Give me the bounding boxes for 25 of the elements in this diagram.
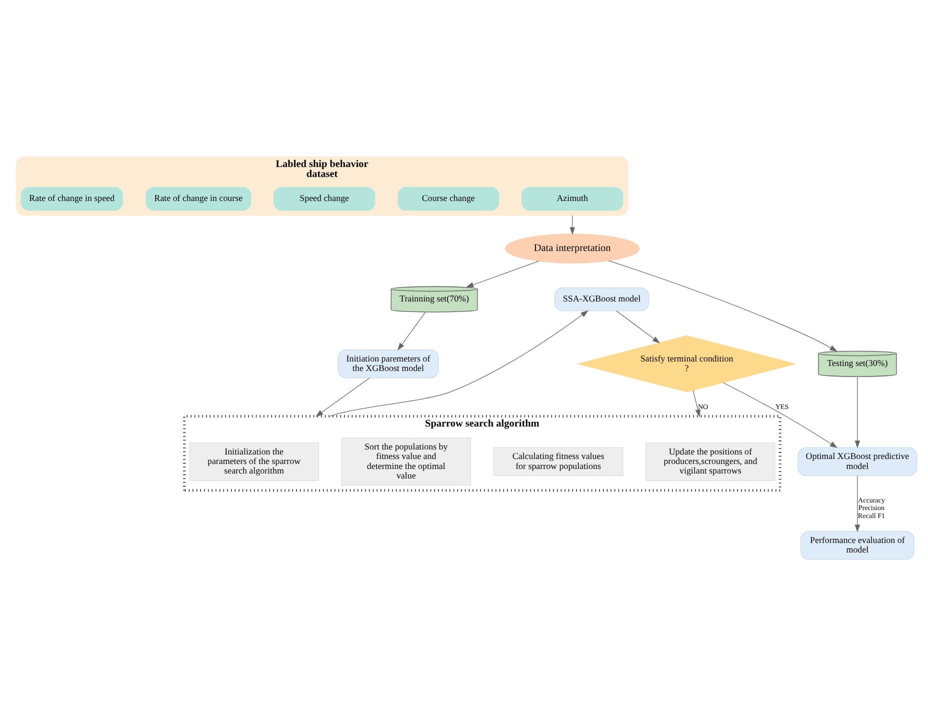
node-box: Performance evaluation of model <box>800 530 914 560</box>
arrow <box>398 311 426 350</box>
node-box: Update the positions of producers,scroungers, and vigilant sparrows <box>646 442 776 480</box>
node-box: Speed change <box>274 186 376 210</box>
node-box: Initialization the parameters of the sparrow search algorithm <box>189 442 319 480</box>
node-box: Rate of change in course <box>146 186 252 210</box>
node-box: SSA-XGBoost model <box>554 287 650 311</box>
node-ellipse: Data interpretation <box>505 233 640 263</box>
arrow <box>570 214 576 234</box>
arrow <box>466 260 540 287</box>
node-box: Optimal XGBoost predictive model <box>798 446 918 476</box>
arrow <box>854 376 860 448</box>
node-box: Calculating fitness values for sparrow populations <box>493 446 624 476</box>
node-box: Azimuth <box>522 186 624 210</box>
arrow <box>616 310 660 343</box>
node-box: Rate of change in speed <box>20 186 123 210</box>
arrow <box>330 310 588 416</box>
node-box: Course change <box>398 186 500 210</box>
arrow <box>854 474 860 532</box>
arrow <box>692 390 700 417</box>
arrow <box>315 377 370 416</box>
node-box: Initiation paremeters of the XGBoost model <box>338 348 439 378</box>
arrow <box>722 382 838 448</box>
node-box: Sort the populations by fitness value and determine the optimal value <box>341 437 472 486</box>
arrow <box>608 260 838 351</box>
